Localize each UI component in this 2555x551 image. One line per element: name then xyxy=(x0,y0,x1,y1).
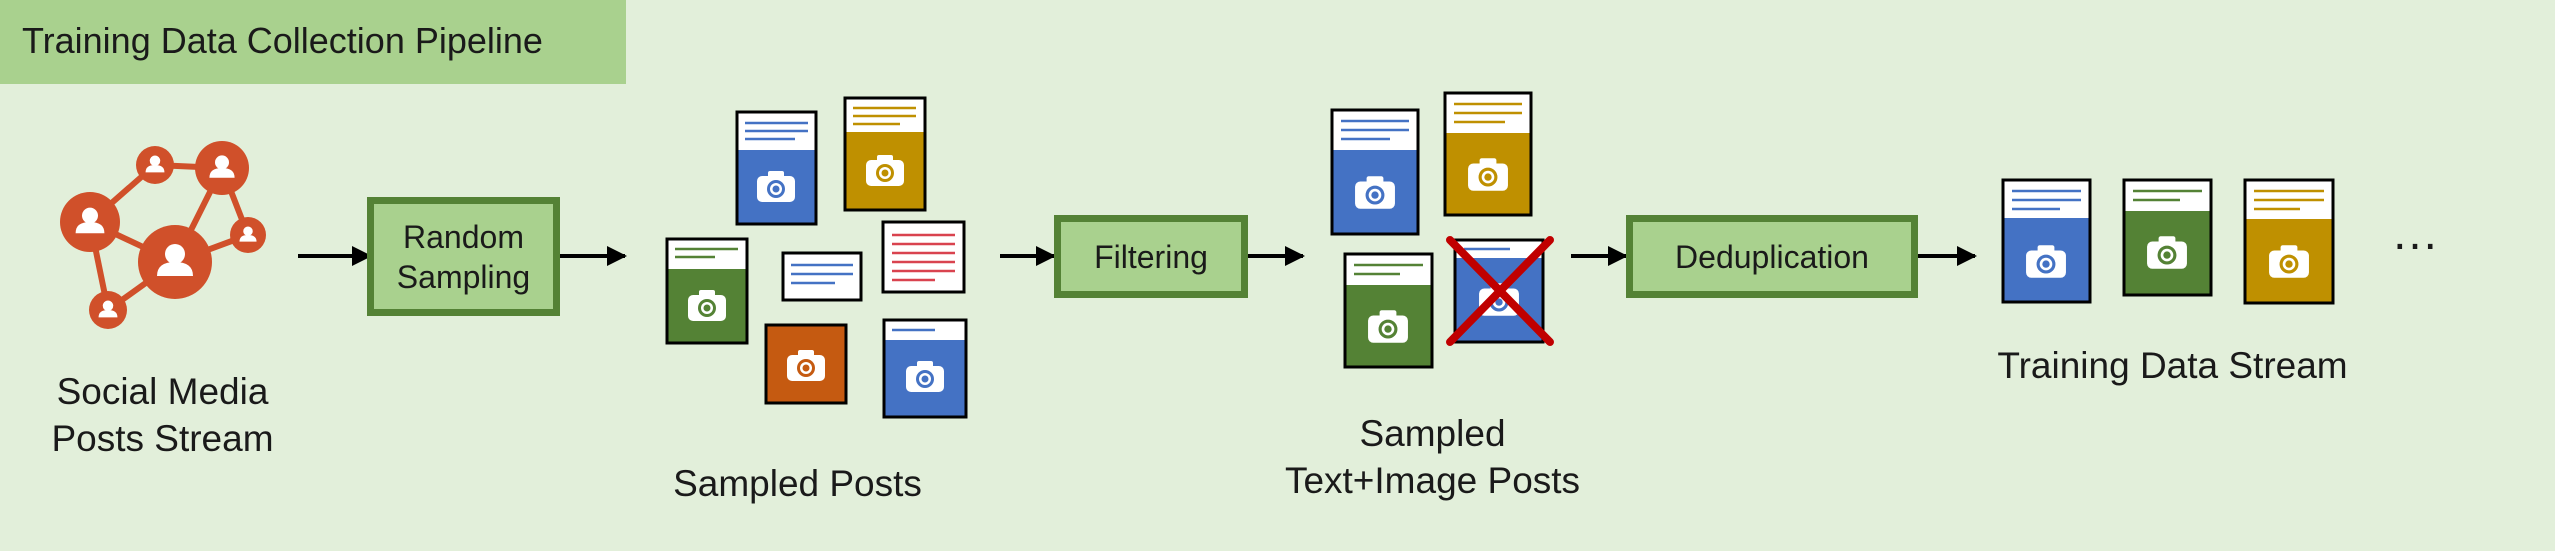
social-network-icon xyxy=(60,141,266,329)
text-image-posts-label: Sampled Text+Image Posts xyxy=(1250,410,1615,504)
training-stream-label: Training Data Stream xyxy=(1997,345,2348,386)
social-media-label: Social Media Posts Stream xyxy=(30,368,295,462)
deduplication-step: Deduplication xyxy=(1626,215,1918,298)
random-sampling-label-line2: Sampling xyxy=(396,258,531,295)
image-post-green xyxy=(665,237,749,345)
sampled-posts-cluster xyxy=(665,96,968,419)
sampled-posts-label: Sampled Posts xyxy=(673,463,922,504)
filtering-label: Filtering xyxy=(1094,238,1208,275)
image-post-orange xyxy=(764,323,848,405)
random-sampling-step: Random Sampling xyxy=(367,197,560,316)
filtering-step: Filtering xyxy=(1054,215,1248,298)
social-media-line1: Social Media xyxy=(56,371,269,412)
training-stream-posts xyxy=(2001,178,2335,305)
image-post-blue-2 xyxy=(882,318,968,419)
text-image-line2: Text+Image Posts xyxy=(1284,460,1581,501)
text-image-posts-cluster xyxy=(1330,91,1554,369)
social-media-line2: Posts Stream xyxy=(51,418,274,459)
rejected-duplicate-post xyxy=(1446,236,1554,346)
image-post-blue xyxy=(1330,108,1420,236)
image-post-blue xyxy=(735,110,818,226)
image-post-gold xyxy=(1443,91,1533,217)
image-post-gold xyxy=(843,96,927,212)
text-post-small xyxy=(781,251,863,302)
image-post-blue xyxy=(2001,178,2092,304)
image-post-green xyxy=(2122,178,2213,297)
text-image-line1: Sampled xyxy=(1359,413,1506,454)
reject-cross-icon xyxy=(1446,236,1554,346)
diagram-title: Training Data Collection Pipeline xyxy=(22,20,543,61)
image-post-green xyxy=(1343,252,1434,369)
random-sampling-label-line1: Random xyxy=(403,218,524,255)
title-banner: Training Data Collection Pipeline xyxy=(0,0,626,84)
deduplication-label: Deduplication xyxy=(1675,238,1869,275)
text-post-red xyxy=(881,220,966,294)
image-post-gold xyxy=(2243,178,2335,305)
ellipsis: … xyxy=(2391,207,2439,260)
